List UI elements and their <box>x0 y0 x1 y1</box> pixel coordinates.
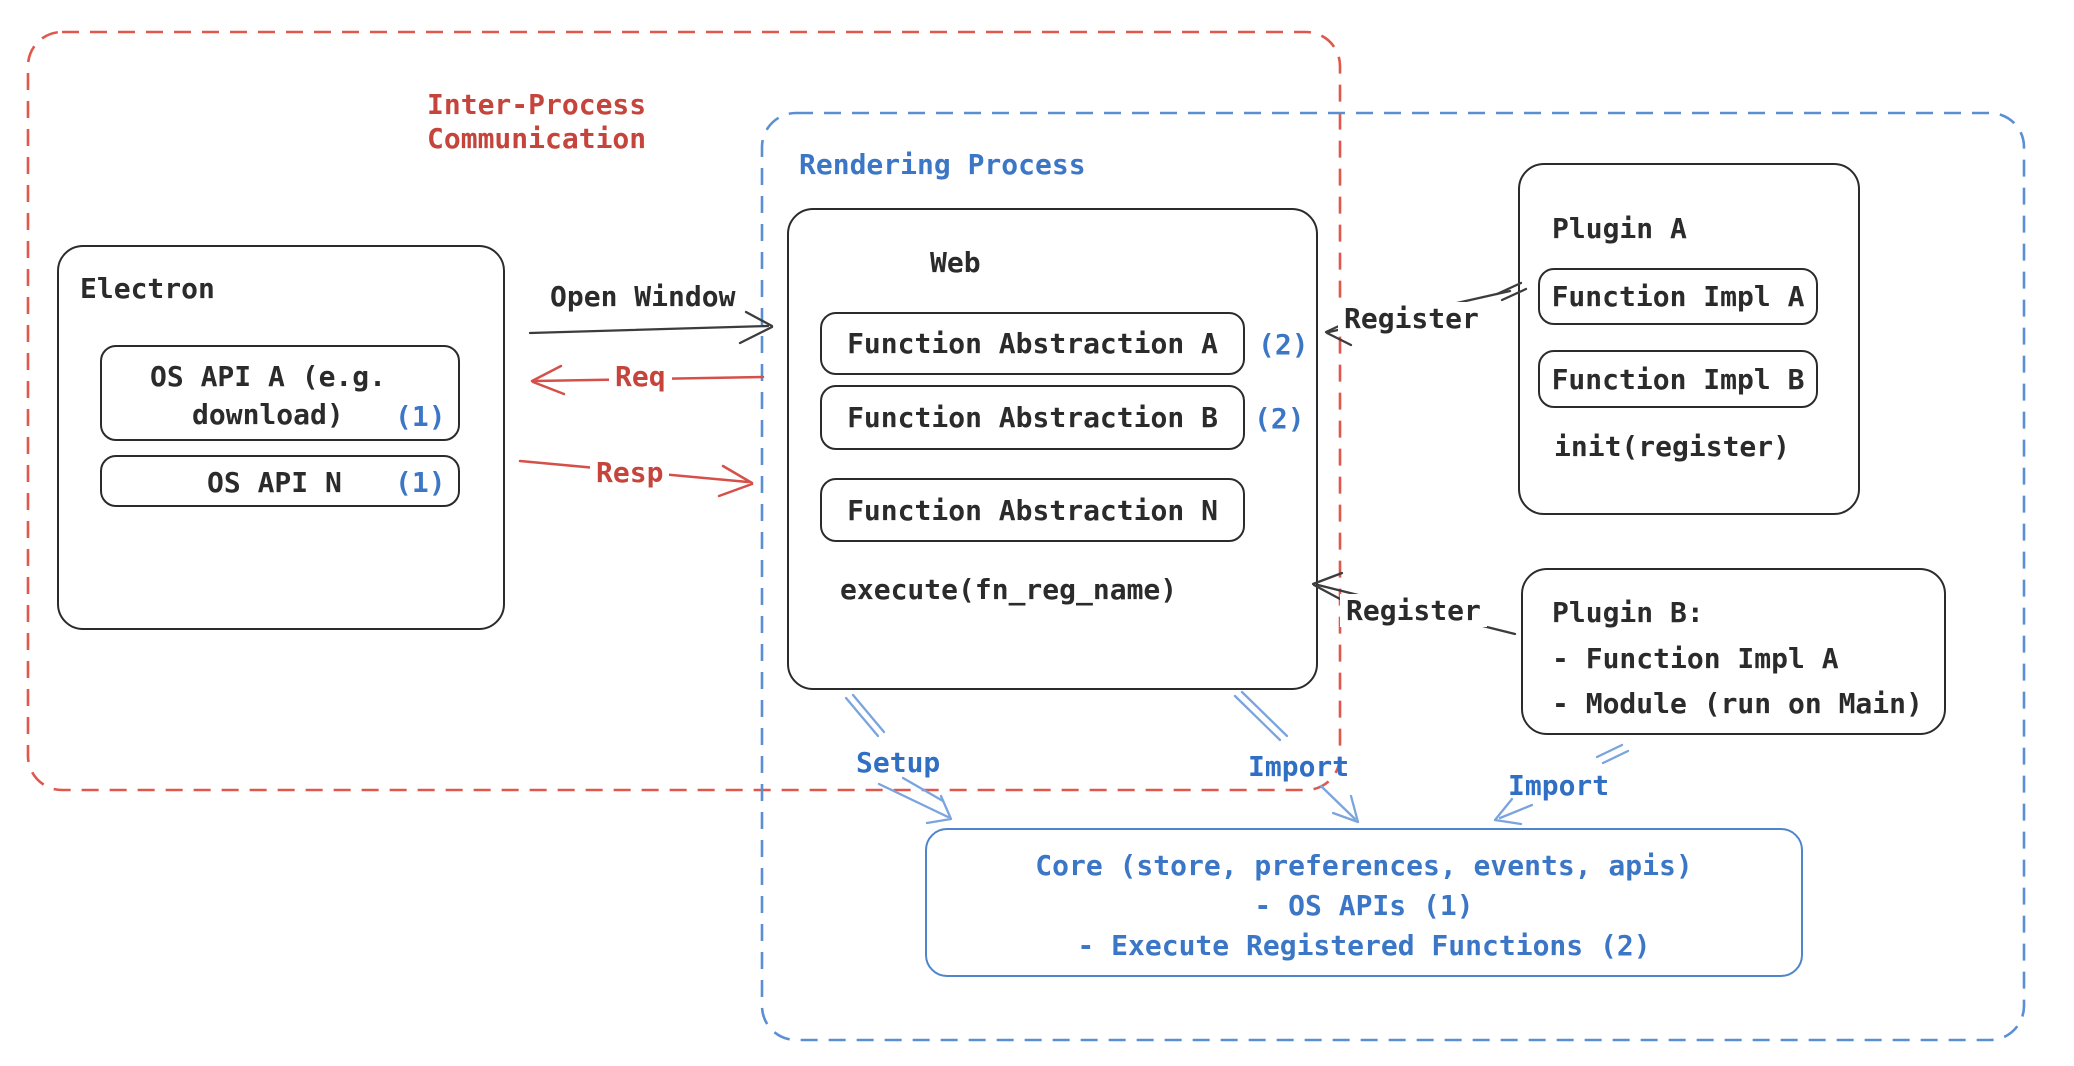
os-api-n-badge: (1) <box>395 466 446 499</box>
function-abstraction-n-box: Function Abstraction N <box>820 478 1245 542</box>
os-api-a-line2: download) <box>192 398 344 431</box>
core-line1: Core (store, preferences, events, apis) <box>1035 849 1693 882</box>
os-api-a-line1: OS API A (e.g. <box>150 360 387 393</box>
function-abstraction-n-label: Function Abstraction N <box>847 493 1218 527</box>
plugin-a-title: Plugin A <box>1552 212 1687 245</box>
core-box: Core (store, preferences, events, apis) … <box>925 828 1803 977</box>
function-abstraction-b-box: Function Abstraction B <box>820 385 1245 450</box>
function-impl-b-label: Function Impl B <box>1551 362 1805 396</box>
function-abstraction-a-box: Function Abstraction A <box>820 312 1245 375</box>
ipc-region-title-line2: Communication <box>427 122 647 155</box>
ipc-region-title-line1: Inter-Process <box>427 88 647 121</box>
function-impl-a-label: Function Impl A <box>1551 280 1805 313</box>
plugin-b-item-2: - Module (run on Main) <box>1552 687 1923 720</box>
function-impl-b-box: Function Impl B <box>1538 350 1818 408</box>
import-web-label: Import <box>1248 750 1350 783</box>
function-abstraction-b-badge: (2) <box>1254 402 1305 435</box>
plugin-b-item-1: - Function Impl A <box>1552 642 1839 675</box>
import-plugin-b-label: Import <box>1508 769 1610 802</box>
core-line2: - OS APIs (1) <box>1254 889 1474 922</box>
plugin-b-title: Plugin B: <box>1552 596 1704 629</box>
os-api-a-badge: (1) <box>395 400 446 433</box>
setup-label: Setup <box>856 746 941 779</box>
register-plugin-b-label: Register <box>1340 594 1487 627</box>
req-label: Req <box>609 360 672 393</box>
electron-title: Electron <box>80 272 215 305</box>
function-impl-a-box: Function Impl A <box>1538 268 1818 325</box>
function-abstraction-a-label: Function Abstraction A <box>847 327 1218 360</box>
register-plugin-a-label: Register <box>1338 302 1485 335</box>
open-window-arrow <box>528 310 774 345</box>
os-api-n-label: OS API N <box>207 466 342 499</box>
open-window-label: Open Window <box>550 280 736 313</box>
rendering-region-title: Rendering Process <box>799 148 1086 181</box>
init-register-label: init(register) <box>1554 430 1791 463</box>
web-title: Web <box>930 246 981 279</box>
core-line3: - Execute Registered Functions (2) <box>1077 929 1651 962</box>
resp-label: Resp <box>590 456 670 489</box>
function-abstraction-b-label: Function Abstraction B <box>847 401 1218 434</box>
function-abstraction-a-badge: (2) <box>1258 328 1309 361</box>
execute-label: execute(fn_reg_name) <box>840 573 1178 606</box>
